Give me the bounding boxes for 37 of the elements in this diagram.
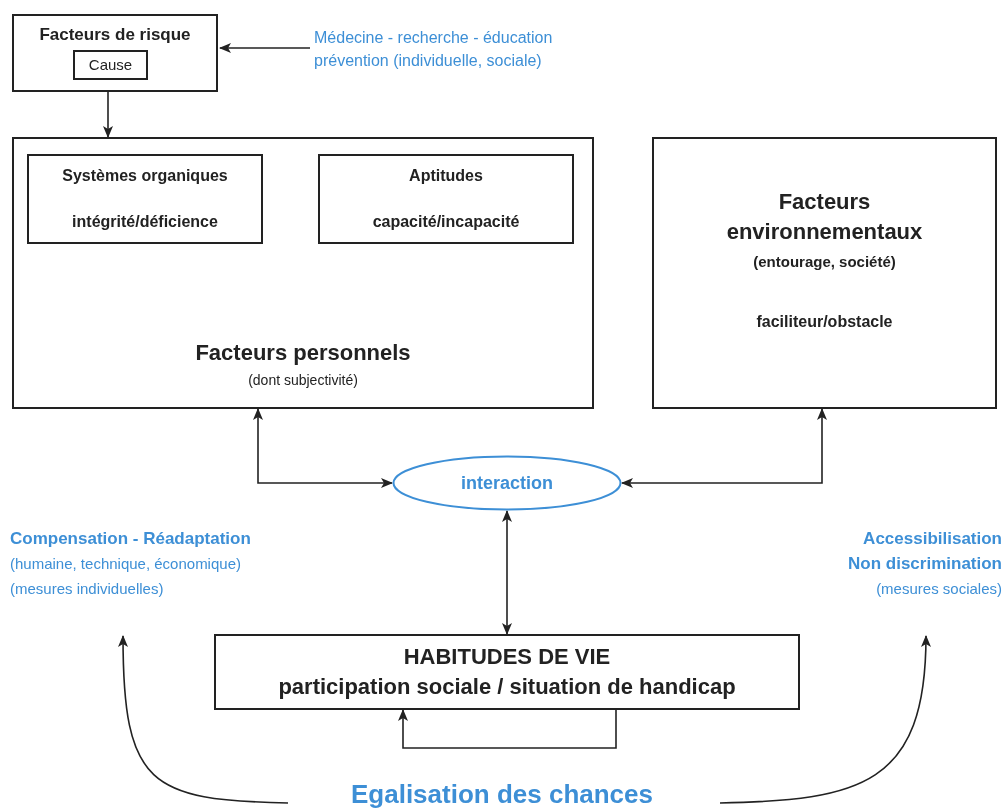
process-box [652, 137, 997, 409]
process-box [214, 634, 800, 710]
box-heading: HABITUDES DE VIE [403, 643, 611, 671]
box-label: capacité/incapacité [372, 212, 520, 232]
box-heading: Systèmes organiques [62, 166, 228, 186]
arrow [398, 709, 617, 749]
box-label: Cause [88, 54, 133, 75]
box-heading: Facteurs personnels [195, 338, 411, 366]
annotation-text: (humaine, technique, économique) [10, 554, 241, 574]
box-heading: Aptitudes [409, 166, 483, 186]
box-label: intégrité/déficience [72, 212, 218, 232]
process-box [12, 14, 218, 92]
box-subheading: (dont subjectivité) [248, 371, 358, 390]
arrow [219, 43, 311, 53]
interaction-ellipse [392, 455, 622, 511]
annotation-text: (mesures individuelles) [10, 579, 164, 599]
arrow [621, 408, 827, 488]
annotation-text: (mesures sociales) [876, 579, 1002, 599]
heading-text: Egalisation des chances [351, 777, 653, 811]
box-heading: Facteurs environnementaux [725, 188, 924, 246]
process-box [73, 50, 148, 80]
annotation-heading: Compensation - Réadaptation [10, 528, 251, 550]
arrow [719, 635, 931, 804]
arrow [502, 510, 512, 635]
process-box [27, 154, 263, 244]
annotation-heading: Accessibilisation Non discrimination [847, 528, 1002, 575]
group-box [12, 137, 594, 409]
arrow [253, 408, 393, 488]
box-label: faciliteur/obstacle [756, 311, 893, 332]
box-label: participation sociale / situation de handicap [278, 673, 736, 701]
arrow [103, 91, 113, 138]
ellipse-label: interaction [461, 471, 553, 495]
annotation-text: Médecine - recherche - éducation prévention (individuelle, sociale) [314, 28, 554, 71]
box-subheading: (entourage, société) [753, 252, 896, 272]
process-box [318, 154, 574, 244]
arrow [118, 635, 289, 804]
box-heading: Facteurs de risque [39, 24, 191, 46]
